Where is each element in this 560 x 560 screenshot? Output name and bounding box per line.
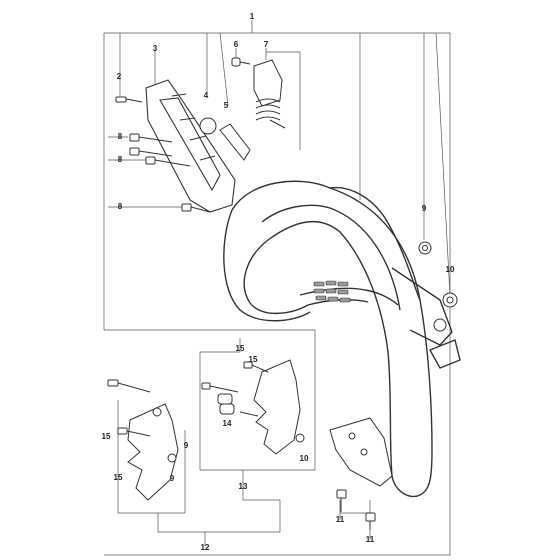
callout-11b: 11 [365, 535, 375, 544]
callout-15b: 15 [248, 355, 258, 364]
spring-part [253, 59, 286, 129]
screw-bolts [115, 57, 458, 530]
callout-15d: 15 [113, 473, 123, 482]
callout-3: 3 [152, 44, 158, 53]
spike-guard-middle [201, 359, 305, 455]
callout-8b: 8 [117, 155, 123, 164]
small-parts-4-5 [199, 117, 251, 161]
callout-9-left: 9 [169, 474, 175, 483]
handle-mount-bracket [145, 79, 236, 213]
callout-9-right: 9 [421, 204, 427, 213]
callout-13: 13 [238, 482, 248, 491]
callout-9-mid: 9 [183, 441, 189, 450]
callout-10-right: 10 [445, 265, 455, 274]
callout-12: 12 [200, 543, 210, 552]
callout-15a: 15 [235, 344, 245, 353]
callout-8c: 8 [117, 202, 123, 211]
spike-guard-left [107, 379, 179, 501]
callout-10-mid: 10 [299, 454, 309, 463]
callout-14: 14 [222, 419, 232, 428]
bottom-bracket [329, 417, 393, 487]
callout-4: 4 [203, 91, 209, 100]
callout-2: 2 [116, 72, 122, 81]
handle-grip-ribs [313, 280, 351, 303]
callout-5: 5 [223, 101, 229, 110]
callout-7: 7 [263, 40, 269, 49]
callout-8a: 8 [117, 132, 123, 141]
callout-15c: 15 [101, 432, 111, 441]
callout-11a: 11 [335, 515, 345, 524]
leader-lines [103, 20, 451, 556]
callout-6: 6 [233, 40, 239, 49]
callout-1: 1 [249, 12, 255, 21]
